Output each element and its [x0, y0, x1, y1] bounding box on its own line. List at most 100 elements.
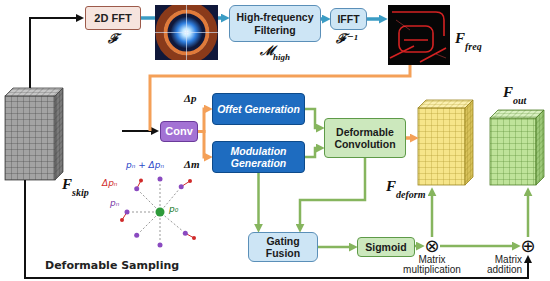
arrow-connector: [257, 173, 260, 226]
frequency-feature-map: [390, 12, 446, 62]
arrow-connector: [305, 148, 318, 157]
process-box: Modulation Generation: [212, 141, 305, 173]
skip-feature-block: [5, 88, 63, 180]
frequency-feature-map: [396, 20, 446, 58]
deformable-sampling-figure: [125, 177, 188, 248]
deformable-sampling-figure: [179, 184, 184, 189]
layout-wires: [122, 130, 153, 132]
output-feature-block: [490, 118, 536, 185]
deformable-sampling-figure: [134, 186, 139, 191]
operator-caption: Matrix multiplication: [396, 255, 468, 275]
deformable-sampling-figure: [122, 181, 194, 239]
node-text: Conv: [165, 125, 193, 138]
math-symbol: ℳ: [260, 44, 275, 58]
layout-wires: [431, 194, 434, 237]
process-box: 2D FFT: [85, 6, 141, 30]
arrow-connector: [198, 109, 206, 132]
arrow-connector: [440, 245, 514, 248]
skip-feature-block: [5, 88, 63, 96]
modulation-label: Δm: [184, 158, 199, 170]
operator-symbol: ⊕Matrix addition: [520, 237, 536, 255]
operator-caption: Matrix addition: [470, 255, 522, 275]
feature-subscript: deform: [396, 189, 425, 200]
process-box: Gating Fusion: [248, 232, 318, 262]
frequency-feature-map: [396, 20, 446, 58]
frequency-spectrum: [155, 5, 218, 60]
node-text: Offet Generation: [217, 103, 300, 115]
output-feature-block: [490, 110, 544, 185]
deformable-sampling-figure: [130, 182, 183, 242]
operator-symbol: ⊗Matrix multiplication: [424, 237, 440, 255]
figure-caption: Deformable Sampling: [45, 260, 179, 272]
frequency-spectrum: [155, 5, 218, 60]
math-subscript: high: [273, 53, 290, 63]
process-box: IFFT: [330, 8, 367, 30]
deformable-sampling-figure: [156, 208, 165, 217]
feature-name: F: [455, 30, 465, 47]
process-box: Offet Generation: [212, 93, 305, 125]
process-box: Deformable Convolution: [324, 118, 406, 158]
layout-wires: [406, 136, 412, 140]
output-feature-block: [536, 110, 544, 185]
node-text: Deformable Convolution: [329, 126, 401, 150]
frequency-feature-map: [399, 26, 433, 52]
arrow-connector: [321, 17, 324, 21]
layout-wires: [527, 194, 530, 237]
node-text: High-frequency Filtering: [234, 11, 316, 35]
deform-feature-block: [418, 108, 465, 185]
feature-name: F: [503, 84, 513, 101]
layout-wires: [367, 17, 381, 21]
point-label: Δpₙ: [102, 179, 117, 189]
deform-feature-block: [418, 100, 473, 108]
deformable-sampling-figure: [139, 216, 156, 233]
node-text: 2D FFT: [94, 12, 131, 25]
skip-feature-block: [5, 96, 55, 180]
skip-feature-block: [55, 88, 63, 180]
deformable-sampling-figure: [120, 179, 196, 241]
feature-subscript: skip: [72, 187, 89, 198]
math-symbol: ℱ⁻¹: [336, 32, 358, 46]
process-box: Sigmoid: [357, 237, 415, 257]
frequency-feature-map: [388, 5, 450, 65]
deformable-sampling-figure: [158, 243, 163, 248]
deform-feature-block: [418, 100, 473, 185]
feature-subscript: out: [513, 95, 526, 106]
deformable-sampling-figure: [158, 177, 163, 182]
frequency-spectrum: [155, 5, 218, 60]
node-text: Gating Fusion: [253, 235, 313, 259]
deformable-sampling-figure: [160, 182, 161, 206]
deformable-sampling-figure: [188, 179, 192, 183]
deform-feature-block: [465, 100, 473, 185]
node-text: IFFT: [337, 13, 359, 25]
offset-label: Δp: [184, 92, 196, 104]
feature-name: F: [386, 178, 396, 195]
node-text: ⊕: [520, 237, 535, 255]
math-symbol: ℱ: [108, 32, 119, 46]
arrow-connector: [198, 132, 206, 158]
layout-wires: [25, 180, 528, 278]
deformable-sampling-figure: [192, 236, 196, 240]
feature-name: F: [62, 176, 72, 193]
deformable-sampling-figure: [139, 179, 143, 183]
deformable-sampling-figure: [134, 233, 139, 238]
deformable-sampling-figure: [120, 218, 124, 222]
node-text: Sigmoid: [365, 241, 406, 253]
node-text: Modulation Generation: [217, 145, 300, 169]
frequency-feature-map: [388, 5, 450, 65]
arrow-connector: [415, 245, 418, 248]
point-label: p₀: [169, 205, 178, 215]
process-box: High-frequency Filtering: [229, 5, 321, 42]
point-label: pₙ + Δpₙ: [126, 161, 164, 171]
node-text: ⊗: [424, 237, 439, 255]
deformable-sampling-figure: [120, 177, 196, 248]
deformable-sampling-figure: [130, 212, 154, 213]
deformable-sampling-figure: [125, 210, 130, 215]
arrow-connector: [300, 158, 365, 226]
frequency-spectrum: [155, 5, 218, 60]
layout-wires: [25, 18, 528, 278]
deformable-sampling-figure: [160, 218, 161, 242]
feature-subscript: freq: [465, 41, 482, 52]
arrow-connector: [305, 109, 318, 128]
point-label: pₙ: [110, 199, 119, 209]
